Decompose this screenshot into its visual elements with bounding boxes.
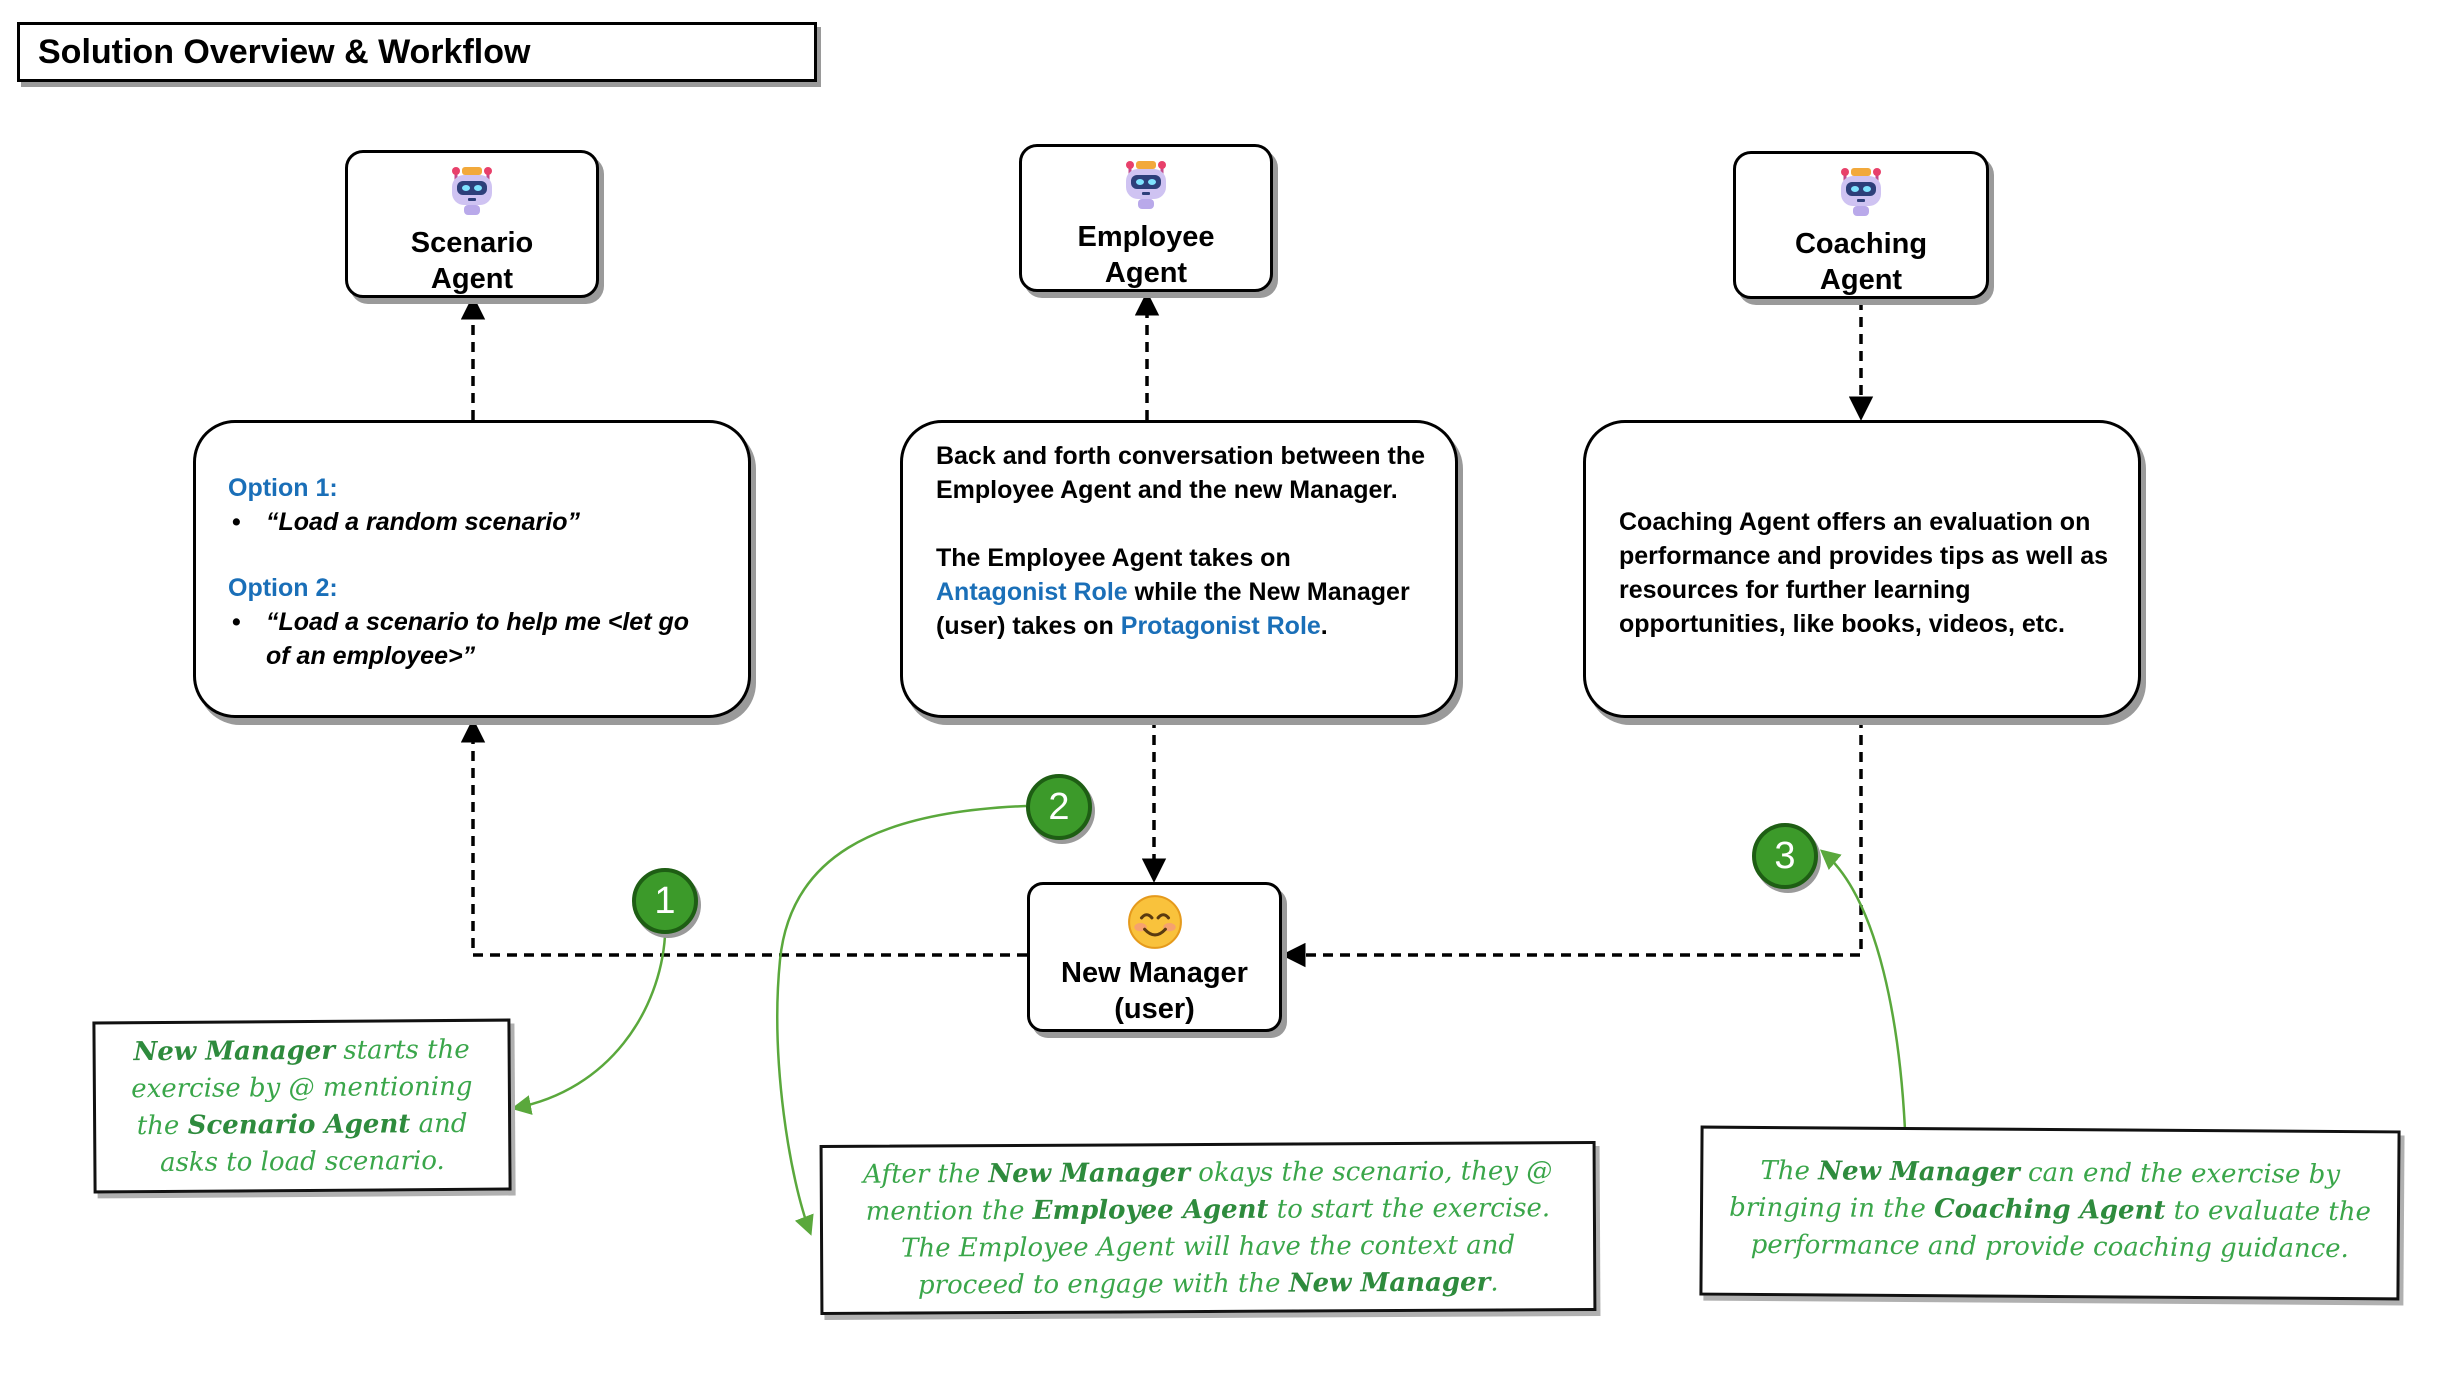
step-3-badge: 3: [1752, 823, 1818, 889]
robot-icon: [1841, 168, 1881, 216]
note2-text-0: After the: [863, 1159, 989, 1190]
new-manager-card: New Manager (user): [1027, 882, 1282, 1032]
conversation-description: Back and forth conversation between the …: [936, 442, 1425, 504]
step-2-badge: 2: [1026, 774, 1092, 840]
smiling-face-icon: [1127, 895, 1182, 949]
coaching-description: Coaching Agent offers an evaluation on p…: [1619, 508, 2109, 638]
callout-curve-3: [1819, 849, 1907, 1131]
note1-new-manager: New Manager: [133, 1035, 336, 1068]
note2-text-3: .: [1490, 1267, 1499, 1298]
protagonist-role: Protagonist Role: [1120, 612, 1321, 640]
role-text-b: while the New Manager (user) takes on: [936, 578, 1410, 640]
note3-new-manager: New Manager: [1818, 1156, 2020, 1188]
option-1-item: •“Load a random scenario”: [228, 505, 718, 539]
step-1-badge: 1: [632, 868, 698, 934]
note2-new-manager-2: New Manager: [1288, 1267, 1491, 1299]
employee-agent-label-2: Agent: [1104, 257, 1188, 289]
antagonist-role: Antagonist Role: [936, 578, 1128, 606]
coaching-evaluation-box: Coaching Agent offers an evaluation on p…: [1583, 420, 2141, 718]
manager-label-2: (user): [1114, 993, 1195, 1025]
coaching-agent-label-1: Coaching: [1794, 228, 1928, 260]
scenario-agent-label-2: Agent: [430, 263, 514, 295]
step-2-note: After the New Manager okays the scenario…: [819, 1140, 1597, 1316]
step-1-note: New Manager starts the exercise by @ men…: [92, 1018, 512, 1194]
page-title: Solution Overview & Workflow: [17, 22, 817, 82]
callout-curve-2: [776, 804, 1027, 1236]
option-2-text: “Load a scenario to help me <let go of a…: [266, 608, 690, 670]
scenario-agent-label-1: Scenario: [410, 227, 534, 259]
coaching-agent-card: Coaching Agent: [1733, 151, 1989, 299]
employee-agent-card: Employee Agent: [1019, 144, 1273, 292]
option-1-title: Option 1:: [228, 474, 338, 502]
robot-icon: [452, 167, 492, 215]
role-text-a: The Employee Agent takes on: [936, 544, 1291, 572]
step-3-note: The New Manager can end the exercise by …: [1699, 1125, 2401, 1301]
note1-scenario-agent: Scenario Agent: [187, 1109, 411, 1141]
note2-employee-agent: Employee Agent: [1032, 1194, 1269, 1226]
note3-coaching-agent: Coaching Agent: [1933, 1194, 2166, 1226]
option-2-title: Option 2:: [228, 574, 338, 602]
arrow-manager-to-scenario-box: [460, 718, 1027, 957]
option-1-text: “Load a random scenario”: [266, 508, 580, 536]
role-text-c: .: [1320, 612, 1328, 640]
conversation-box: Back and forth conversation between the …: [900, 420, 1458, 718]
employee-agent-label-1: Employee: [1077, 221, 1215, 253]
coaching-agent-label-2: Agent: [1819, 264, 1903, 296]
arrow-coaching-box-to-manager: [1281, 718, 1863, 968]
option-2-item: •“Load a scenario to help me <let go of …: [228, 605, 718, 673]
role-description: The Employee Agent takes on Antagonist R…: [936, 541, 1425, 643]
scenario-agent-card: Scenario Agent: [345, 150, 599, 298]
scenario-options-box: Option 1: •“Load a random scenario” Opti…: [193, 420, 751, 718]
manager-label-1: New Manager: [1061, 957, 1248, 989]
callout-curve-1: [511, 935, 667, 1115]
robot-icon: [1126, 161, 1166, 209]
note3-text-0: The: [1760, 1155, 1819, 1187]
note2-new-manager: New Manager: [988, 1158, 1191, 1190]
